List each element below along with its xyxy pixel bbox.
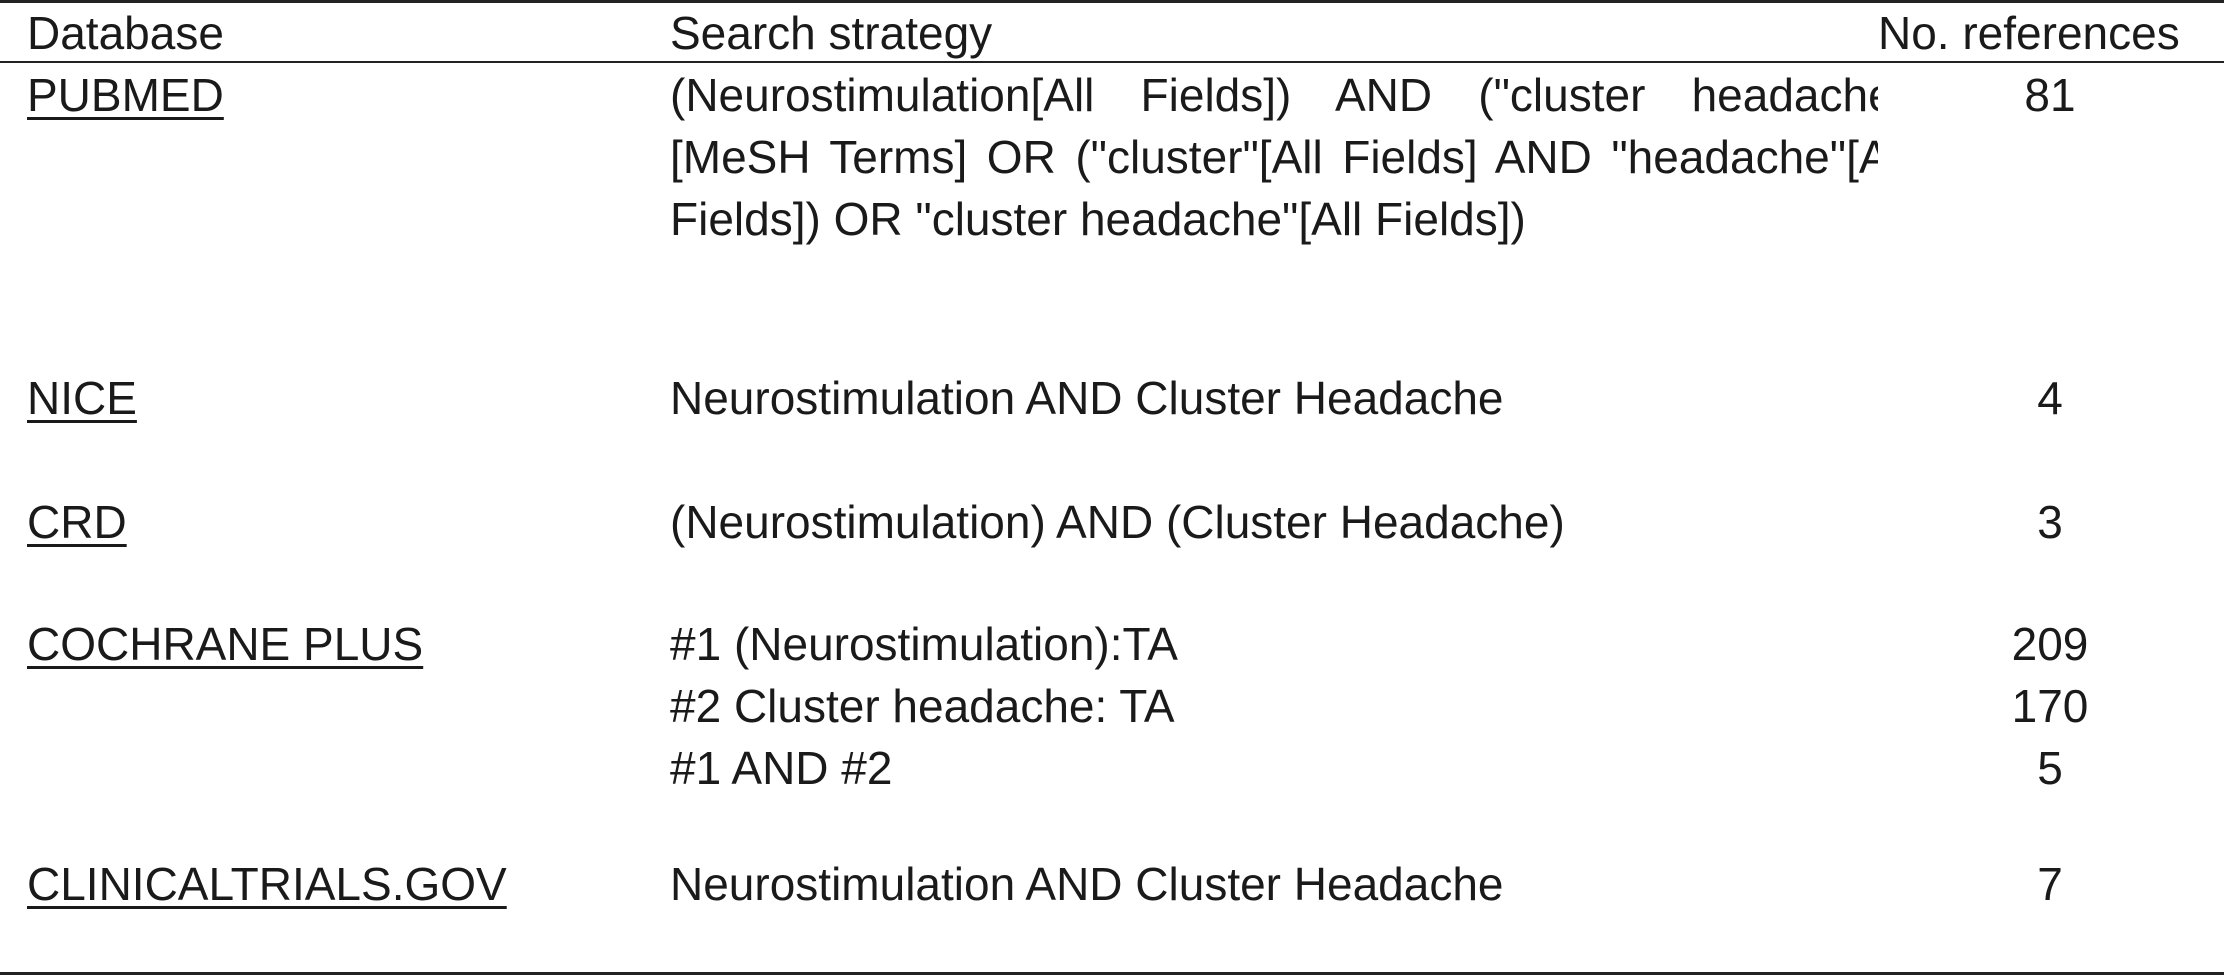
strategy-text: Neurostimulation AND Cluster Headache — [670, 858, 1504, 910]
strategy-line: #1 AND #2 — [670, 742, 893, 794]
database-link-cochrane-plus[interactable]: COCHRANE PLUS — [27, 618, 424, 670]
table-header-rule — [0, 61, 2224, 63]
reference-count: 81 — [2024, 69, 2076, 121]
strategy-cell: (Neurostimulation[All Fields]) AND ("clu… — [670, 64, 1878, 312]
reference-count: 3 — [2037, 496, 2063, 548]
column-header-no-references: No. references — [1878, 7, 2180, 59]
database-link-clinicaltrials-gov[interactable]: CLINICALTRIALS.GOV — [27, 858, 507, 910]
reference-count: 7 — [2037, 858, 2063, 910]
references-cell: 81 — [1960, 64, 2140, 126]
strategy-cell: #1 (Neurostimulation):TA #2 Cluster head… — [670, 613, 1878, 799]
strategy-cell: (Neurostimulation) AND (Cluster Headache… — [670, 491, 1878, 553]
strategy-text: (Neurostimulation[All Fields]) AND ("clu… — [670, 69, 1878, 245]
reference-count: 4 — [2037, 372, 2063, 424]
database-link-pubmed[interactable]: PUBMED — [27, 69, 224, 121]
database-link-nice[interactable]: NICE — [27, 372, 137, 424]
reference-count: 170 — [2011, 680, 2089, 732]
strategy-line: #2 Cluster headache: TA — [670, 680, 1175, 732]
strategy-text: Neurostimulation AND Cluster Headache — [670, 372, 1504, 424]
table-bottom-rule — [0, 972, 2224, 975]
database-link-crd[interactable]: CRD — [27, 496, 127, 548]
references-cell: 3 — [1960, 491, 2140, 553]
column-header-database: Database — [27, 7, 224, 59]
reference-count: 5 — [2037, 742, 2063, 794]
strategy-text: (Neurostimulation) AND (Cluster Headache… — [670, 496, 1565, 548]
table-top-rule — [0, 0, 2224, 3]
references-cell: 7 — [1960, 853, 2140, 915]
strategy-cell: Neurostimulation AND Cluster Headache — [670, 853, 1878, 915]
strategy-cell: Neurostimulation AND Cluster Headache — [670, 367, 1878, 429]
column-header-search-strategy: Search strategy — [670, 7, 993, 59]
references-cell: 209 170 5 — [1960, 613, 2140, 799]
reference-count: 209 — [2011, 618, 2089, 670]
references-cell: 4 — [1960, 367, 2140, 429]
strategy-line: #1 (Neurostimulation):TA — [670, 618, 1178, 670]
